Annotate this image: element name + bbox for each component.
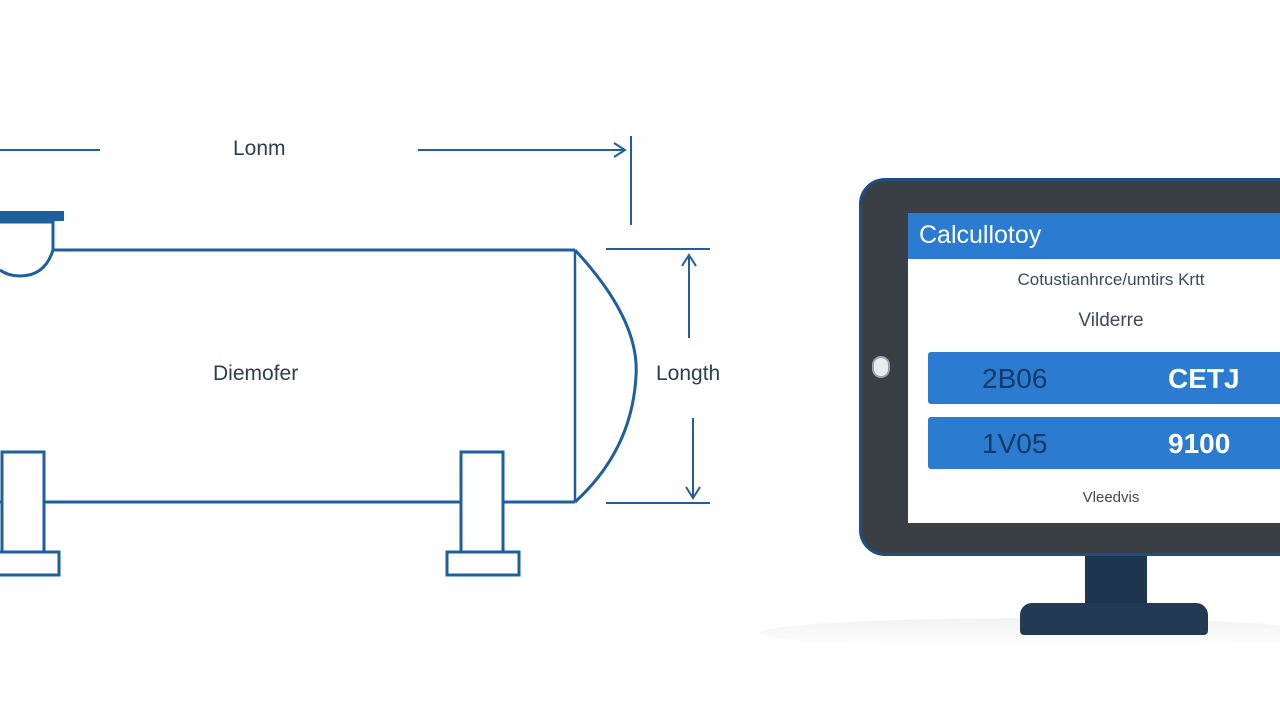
length-label: Longth [656, 362, 721, 385]
monitor-stand-neck [1085, 552, 1147, 610]
right-saddle-post [459, 450, 505, 554]
calculator-header: Calcullotoy [908, 213, 1280, 259]
right-saddle-base [445, 550, 521, 577]
calculator-label: Vilderre [1078, 310, 1144, 331]
tank-nozzle [0, 220, 55, 278]
calculator-footer: Vleedvis [1082, 489, 1140, 506]
tank-end-cap [573, 248, 638, 504]
result-right-value: 9100 [1168, 428, 1231, 459]
diameter-label: Diemofer [213, 362, 299, 385]
monitor-stand-base [1020, 603, 1208, 635]
calculator-subtitle: Cotustianhrce/umtirs Krtt [1017, 270, 1205, 289]
top-dimension-label: Lonm [233, 137, 286, 160]
top-dimension-arrowhead [613, 142, 627, 158]
calculator-title: Calcullotoy [919, 221, 1042, 249]
result-row: 2B06 CETJ [928, 352, 1280, 404]
monitor-screen: Calcullotoy Cotustianhrce/umtirs Krtt Vi… [908, 213, 1280, 523]
result-left-value: 1V05 [982, 428, 1048, 459]
left-saddle-post [0, 450, 46, 554]
right-dimension-arrowhead-bottom [685, 486, 701, 500]
result-right-value: CETJ [1168, 363, 1240, 394]
result-left-value: 2B06 [982, 363, 1048, 394]
power-button-icon [872, 356, 890, 378]
tank-drawing [0, 136, 710, 577]
right-dimension-arrowhead-top [681, 253, 697, 267]
result-row: 1V05 9100 [928, 417, 1280, 469]
left-saddle-base [0, 550, 61, 577]
tank-nozzle-flange [0, 211, 64, 221]
